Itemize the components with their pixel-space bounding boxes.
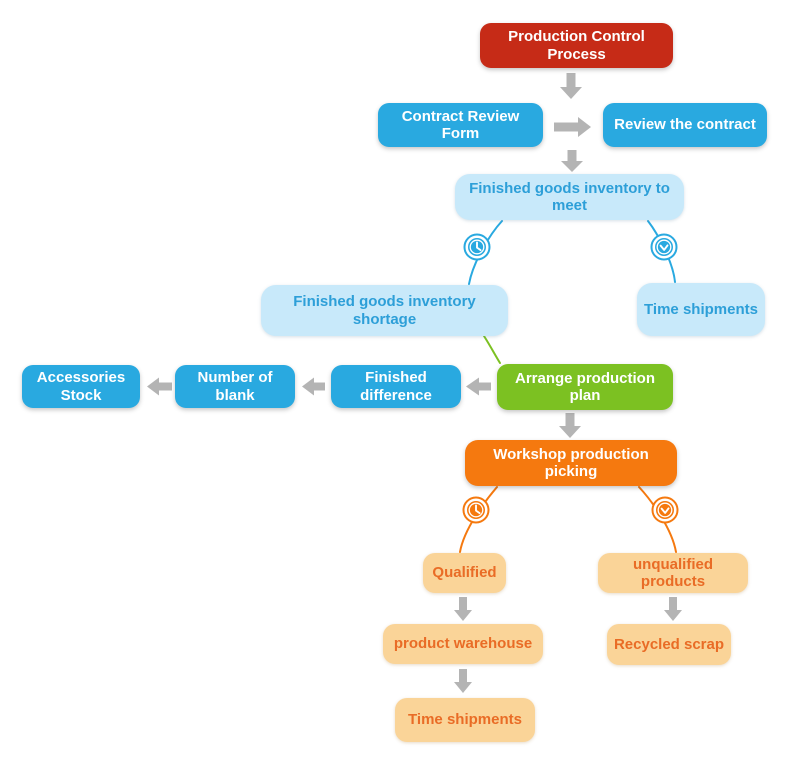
node-accessories-stock: Accessories Stock <box>22 365 140 408</box>
node-arrange-production-plan: Arrange production plan <box>497 364 673 410</box>
arrow-down <box>559 413 581 438</box>
node-product-warehouse: product warehouse <box>383 624 543 664</box>
node-workshop-production-picking: Workshop production picking <box>465 440 677 486</box>
clock-icon <box>463 233 491 261</box>
connector-green <box>483 335 501 364</box>
arrow-left <box>466 377 491 396</box>
node-number-of-blank: Number of blank <box>175 365 295 408</box>
node-production-control-process: Production Control Process <box>480 23 673 68</box>
node-time-shipments-upper: Time shipments <box>637 283 765 336</box>
arrow-left <box>302 377 325 396</box>
arrow-down <box>560 73 582 99</box>
clock-icon <box>651 496 679 524</box>
node-contract-review-form: Contract Review Form <box>378 103 543 147</box>
arrow-down <box>454 669 472 693</box>
node-time-shipments-lower: Time shipments <box>395 698 535 742</box>
arrow-down <box>561 150 583 172</box>
arrow-down <box>454 597 472 621</box>
node-qualified: Qualified <box>423 553 506 593</box>
node-unqualified-products: unqualified products <box>598 553 748 593</box>
arrow-right <box>554 117 591 137</box>
node-finished-difference: Finished difference <box>331 365 461 408</box>
clock-icon <box>650 233 678 261</box>
arrow-down <box>664 597 682 621</box>
node-finished-goods-inventory-to-meet: Finished goods inventory to meet <box>455 174 684 220</box>
clock-icon <box>462 496 490 524</box>
node-finished-goods-inventory-shortage: Finished goods inventory shortage <box>261 285 508 336</box>
node-review-the-contract: Review the contract <box>603 103 767 147</box>
node-recycled-scrap: Recycled scrap <box>607 624 731 665</box>
arrow-left <box>147 377 172 396</box>
